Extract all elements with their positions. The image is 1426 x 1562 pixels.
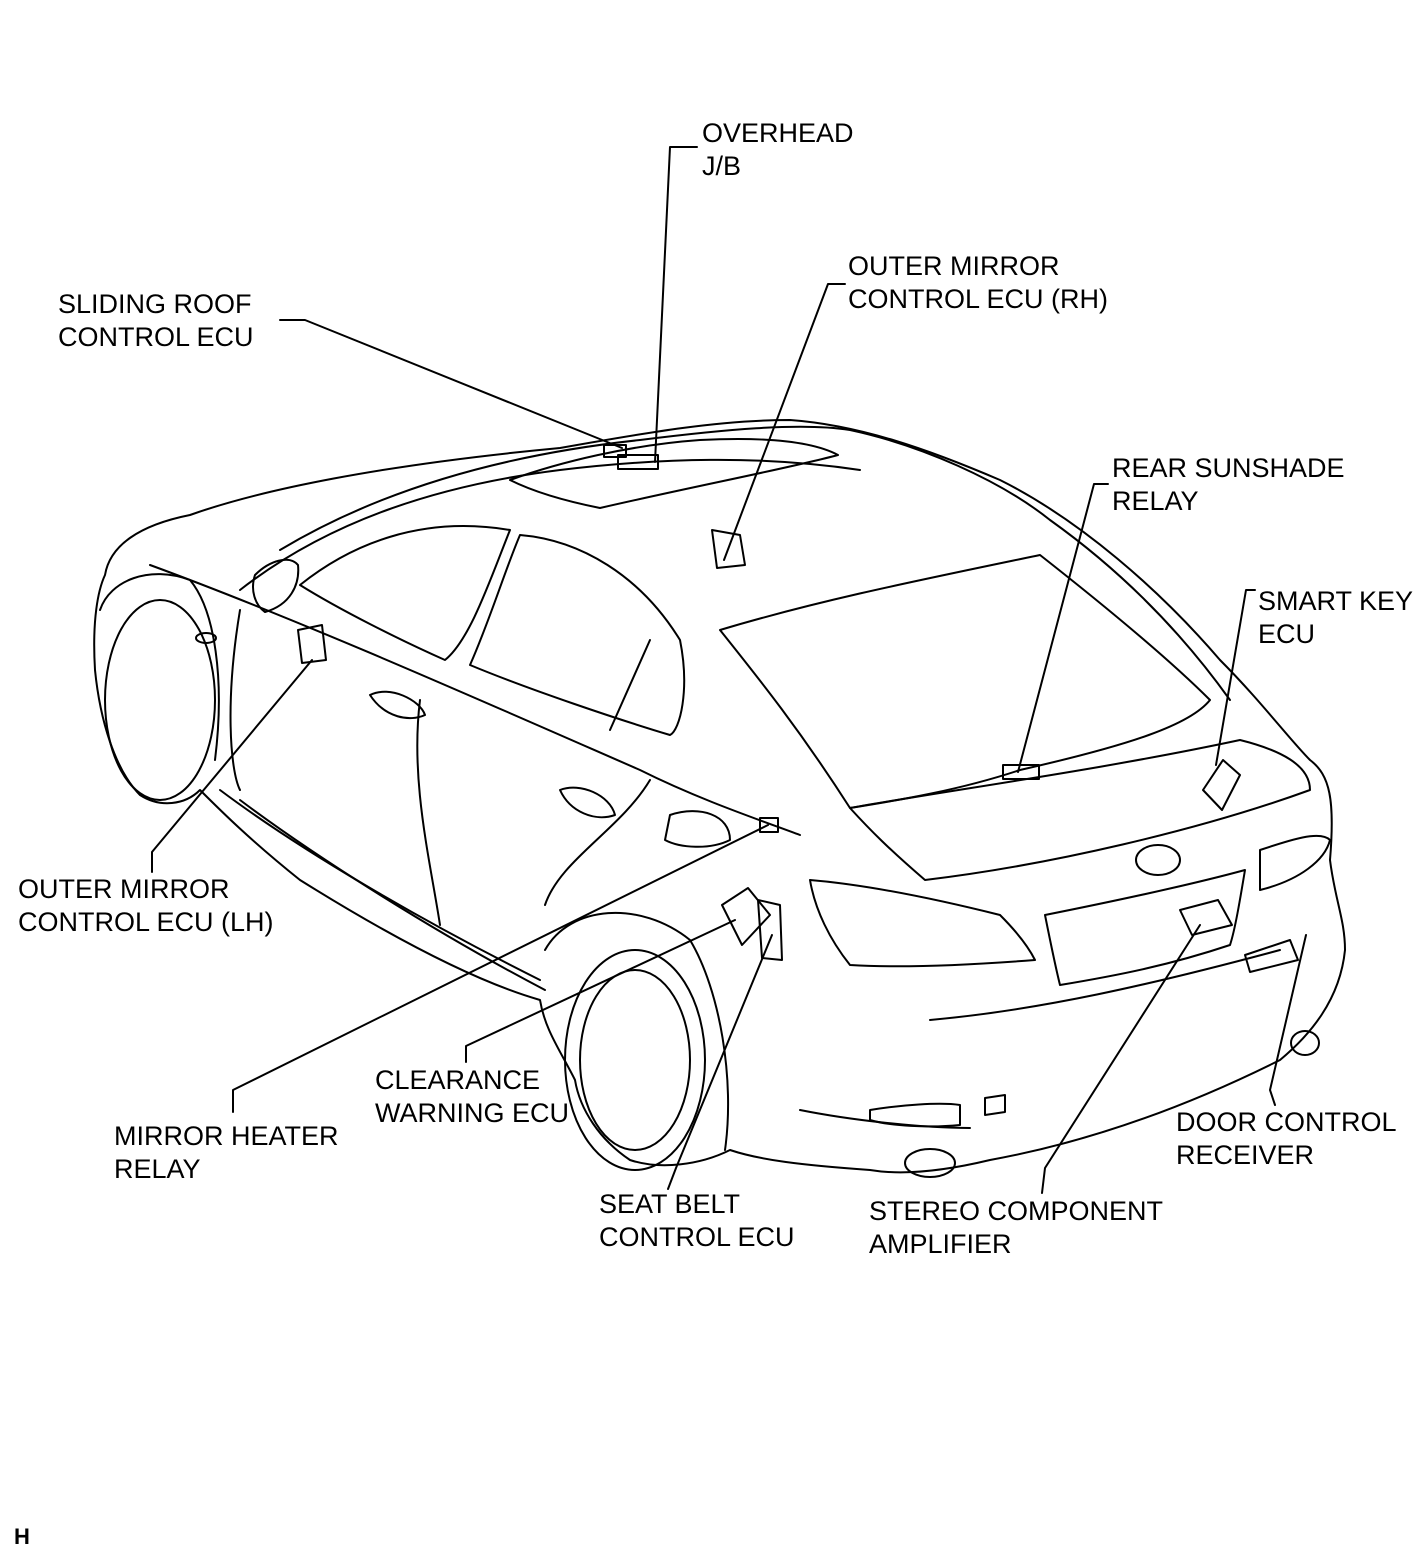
label-door-control-receiver: DOOR CONTROL RECEIVER — [1176, 1106, 1397, 1172]
label-sliding-roof-control-ecu: SLIDING ROOF CONTROL ECU — [58, 288, 254, 354]
front-wheel — [104, 599, 216, 801]
leader-door-control — [1269, 934, 1307, 1106]
label-rear-sunshade-relay: REAR SUNSHADE RELAY — [1112, 452, 1345, 518]
license-plate-recess — [1044, 869, 1246, 986]
label-line: AMPLIFIER — [869, 1229, 1012, 1259]
label-line: STEREO COMPONENT — [869, 1196, 1164, 1226]
leader-outer-mirror-lh — [151, 659, 313, 873]
label-line: RELAY — [1112, 486, 1199, 516]
outer-mirror-rh-component — [711, 529, 746, 569]
label-clearance-warning-ecu: CLEARANCE WARNING ECU — [375, 1064, 569, 1130]
label-mirror-heater-relay: MIRROR HEATER RELAY — [114, 1120, 339, 1186]
label-line: MIRROR HEATER — [114, 1121, 339, 1151]
label-overhead-jb: OVERHEAD J/B — [702, 117, 854, 183]
smart-key-ecu-component — [1202, 759, 1241, 811]
rear-wheel — [564, 949, 706, 1171]
car-body-outline — [93, 419, 1346, 1178]
door-control-receiver-component — [1244, 939, 1299, 973]
label-line: SEAT BELT — [599, 1189, 741, 1219]
label-line: ECU — [1258, 619, 1316, 649]
right-tail-light — [1259, 834, 1331, 891]
overhead-jb-component — [617, 454, 659, 470]
label-seat-belt-control-ecu: SEAT BELT CONTROL ECU — [599, 1188, 795, 1254]
front-door-handle — [369, 690, 426, 720]
rear-sunshade-relay-component — [1002, 764, 1040, 780]
components — [297, 444, 1299, 973]
exhaust-right — [1290, 1030, 1320, 1056]
leader-seat-belt — [667, 934, 773, 1190]
stereo-amp-component — [1179, 899, 1233, 936]
rear-reflector — [869, 1102, 961, 1128]
rear-window-outline — [719, 554, 1211, 809]
label-line: CONTROL ECU — [599, 1222, 795, 1252]
leader-overhead-jb — [654, 146, 698, 463]
leader-stereo-amp — [1041, 924, 1201, 1194]
sunroof-outline — [509, 437, 839, 509]
outer-mirror-lh-component — [297, 624, 327, 664]
rear-emblem — [1135, 844, 1181, 876]
fuel-door — [664, 810, 731, 848]
label-line: DOOR CONTROL — [1176, 1107, 1397, 1137]
leader-smart-key — [1215, 589, 1256, 766]
label-outer-mirror-rh: OUTER MIRROR CONTROL ECU (RH) — [848, 250, 1108, 316]
clearance-warning-ecu-component — [759, 817, 779, 833]
label-line: RECEIVER — [1176, 1140, 1315, 1170]
label-line: RELAY — [114, 1154, 201, 1184]
rear-door-handle — [559, 786, 616, 819]
left-tail-light — [809, 879, 1036, 968]
leader-mirror-heater — [232, 824, 769, 1113]
figure-corner-mark: H — [14, 1524, 30, 1549]
label-outer-mirror-lh: OUTER MIRROR CONTROL ECU (LH) — [18, 873, 274, 939]
label-smart-key-ecu: SMART KEY ECU — [1258, 585, 1413, 651]
label-line: CLEARANCE — [375, 1065, 541, 1095]
label-line: CONTROL ECU (LH) — [18, 907, 274, 937]
label-line: CONTROL ECU — [58, 322, 254, 352]
label-stereo-component-amplifier: STEREO COMPONENT AMPLIFIER — [869, 1195, 1163, 1261]
label-line: OUTER MIRROR — [848, 251, 1060, 281]
leader-clearance-warning — [465, 919, 736, 1063]
leader-lines — [151, 146, 1307, 1194]
leader-outer-mirror-rh — [723, 283, 846, 561]
label-line: SMART KEY — [1258, 586, 1414, 616]
seat-belt-ecu-component — [721, 887, 771, 946]
leader-sliding-roof — [279, 319, 623, 449]
label-line: J/B — [702, 151, 742, 181]
side-window-rear — [469, 534, 686, 736]
left-side-mirror — [252, 558, 300, 613]
leader-rear-sunshade — [1017, 483, 1109, 773]
label-line: REAR SUNSHADE — [1112, 453, 1345, 483]
label-line: CONTROL ECU (RH) — [848, 284, 1108, 314]
exhaust-left — [904, 1148, 956, 1178]
label-line: SLIDING ROOF — [58, 289, 252, 319]
label-line: OVERHEAD — [702, 118, 854, 148]
label-line: WARNING ECU — [375, 1098, 569, 1128]
label-line: OUTER MIRROR — [18, 874, 230, 904]
side-window-front — [299, 525, 511, 661]
